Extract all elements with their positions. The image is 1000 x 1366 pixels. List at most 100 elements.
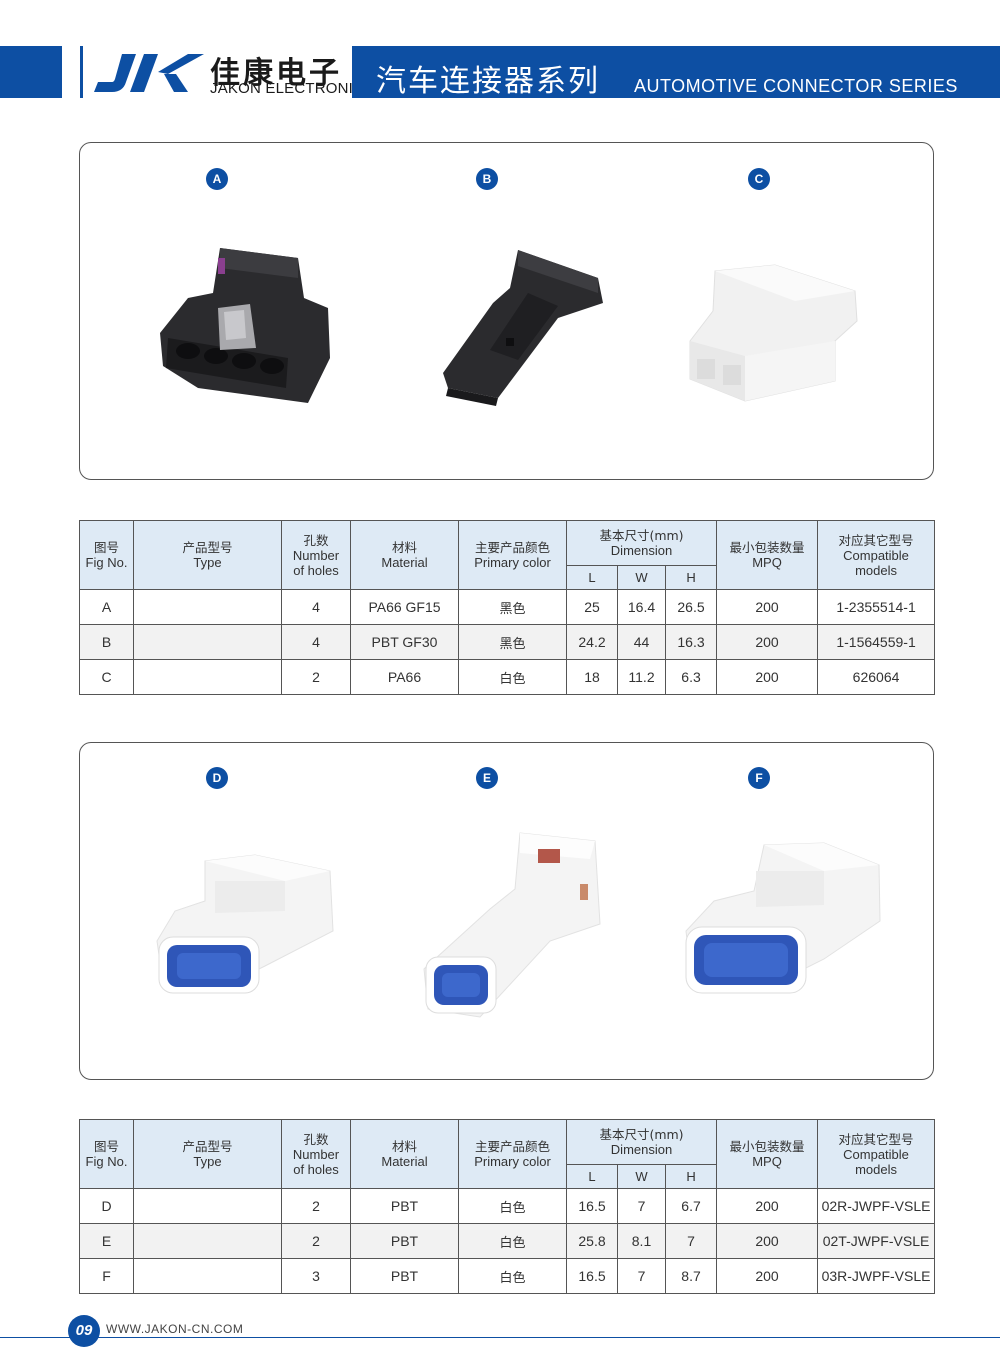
product-image-e <box>423 832 601 1018</box>
brand-name-cn: 佳康电子 <box>210 56 342 91</box>
cell-dim-w: 44 <box>617 624 666 660</box>
product-image-f <box>685 842 881 994</box>
cell-fig: A <box>79 589 134 625</box>
jk-logo <box>94 54 204 92</box>
cell-compatible: 02T-JWPF-VSLE <box>817 1223 936 1259</box>
cell-compatible: 626064 <box>817 659 936 695</box>
cell-dim-l: 24.2 <box>566 624 618 660</box>
cell-material: PBT <box>350 1188 459 1224</box>
cell-mpq: 200 <box>716 624 819 660</box>
cell-dim-w: 8.1 <box>617 1223 666 1259</box>
table-row: D 2 PBT 白色 16.5 7 6.7 200 02R-JWPF-VSLE <box>79 1188 936 1224</box>
header-dim-h: H <box>664 565 718 590</box>
fig-badge-f: F <box>748 767 770 789</box>
product-panel-def: D E F <box>79 742 934 1080</box>
cell-holes: 4 <box>281 589 351 625</box>
cell-type <box>133 1258 282 1294</box>
table-row: E 2 PBT 白色 25.8 8.1 7 200 02T-JWPF-VSLE <box>79 1223 936 1259</box>
cell-color: 黑色 <box>458 624 567 660</box>
cell-mpq: 200 <box>716 1258 819 1294</box>
cell-color: 白色 <box>458 659 567 695</box>
product-image-a <box>160 248 330 403</box>
header-bar-left <box>0 46 62 98</box>
cell-mpq: 200 <box>716 659 819 695</box>
product-panel-abc: A B C <box>79 142 934 480</box>
cell-fig: E <box>79 1223 134 1259</box>
cell-dim-h: 7 <box>664 1223 718 1259</box>
table-row: A 4 PA66 GF15 黑色 25 16.4 26.5 200 1-2355… <box>79 589 936 625</box>
fig-badge-c: C <box>748 168 770 190</box>
cell-material: PBT <box>350 1258 459 1294</box>
cell-type <box>133 659 282 695</box>
cell-compatible: 1-1564559-1 <box>817 624 936 660</box>
footer-line <box>0 1337 1000 1338</box>
cell-dim-h: 26.5 <box>664 589 718 625</box>
cell-mpq: 200 <box>716 1188 819 1224</box>
cell-color: 白色 <box>458 1258 567 1294</box>
cell-dim-h: 6.7 <box>664 1188 718 1224</box>
header-bar-right <box>352 46 1000 98</box>
fig-badge-a: A <box>206 168 228 190</box>
cell-dim-l: 18 <box>566 659 618 695</box>
fig-badge-d: D <box>206 767 228 789</box>
cell-holes: 3 <box>281 1258 351 1294</box>
cell-color: 黑色 <box>458 589 567 625</box>
table-row: B 4 PBT GF30 黑色 24.2 44 16.3 200 1-15645… <box>79 624 936 660</box>
cell-dim-l: 16.5 <box>566 1188 618 1224</box>
cell-holes: 2 <box>281 659 351 695</box>
cell-dim-h: 16.3 <box>664 624 718 660</box>
cell-mpq: 200 <box>716 1223 819 1259</box>
cell-compatible: 02R-JWPF-VSLE <box>817 1188 936 1224</box>
cell-dim-l: 25.8 <box>566 1223 618 1259</box>
cell-type <box>133 1188 282 1224</box>
cell-dim-l: 25 <box>566 589 618 625</box>
cell-fig: C <box>79 659 134 695</box>
series-title-cn: 汽车连接器系列 <box>376 64 600 99</box>
cell-dim-w: 7 <box>617 1188 666 1224</box>
header-dim-h: H <box>664 1164 718 1189</box>
cell-dim-w: 11.2 <box>617 659 666 695</box>
cell-compatible: 1-2355514-1 <box>817 589 936 625</box>
cell-color: 白色 <box>458 1223 567 1259</box>
header-dimension: 基本尺寸(mm)Dimension <box>565 520 718 566</box>
footer-website-link[interactable]: WWW.JAKON-CN.COM <box>106 1322 244 1336</box>
cell-fig: D <box>79 1188 134 1224</box>
header-divider <box>80 46 83 98</box>
cell-dim-w: 7 <box>617 1258 666 1294</box>
fig-badge-b: B <box>476 168 498 190</box>
fig-badge-e: E <box>476 767 498 789</box>
header-dimension: 基本尺寸(mm)Dimension <box>565 1119 718 1165</box>
cell-type <box>133 624 282 660</box>
cell-mpq: 200 <box>716 589 819 625</box>
series-title-en: AUTOMOTIVE CONNECTOR SERIES <box>634 76 958 96</box>
cell-dim-l: 16.5 <box>566 1258 618 1294</box>
cell-material: PBT <box>350 1223 459 1259</box>
brand-name-en: JAKON ELECTRONICS <box>210 80 375 97</box>
cell-fig: F <box>79 1258 134 1294</box>
cell-holes: 2 <box>281 1223 351 1259</box>
cell-material: PA66 GF15 <box>350 589 459 625</box>
cell-material: PA66 <box>350 659 459 695</box>
header-dim-w: W <box>617 1164 666 1189</box>
table-row: F 3 PBT 白色 16.5 7 8.7 200 03R-JWPF-VSLE <box>79 1258 936 1294</box>
cell-holes: 4 <box>281 624 351 660</box>
cell-type <box>133 1223 282 1259</box>
product-image-d <box>156 854 334 994</box>
page-number: 09 <box>68 1315 100 1347</box>
cell-dim-h: 8.7 <box>664 1258 718 1294</box>
